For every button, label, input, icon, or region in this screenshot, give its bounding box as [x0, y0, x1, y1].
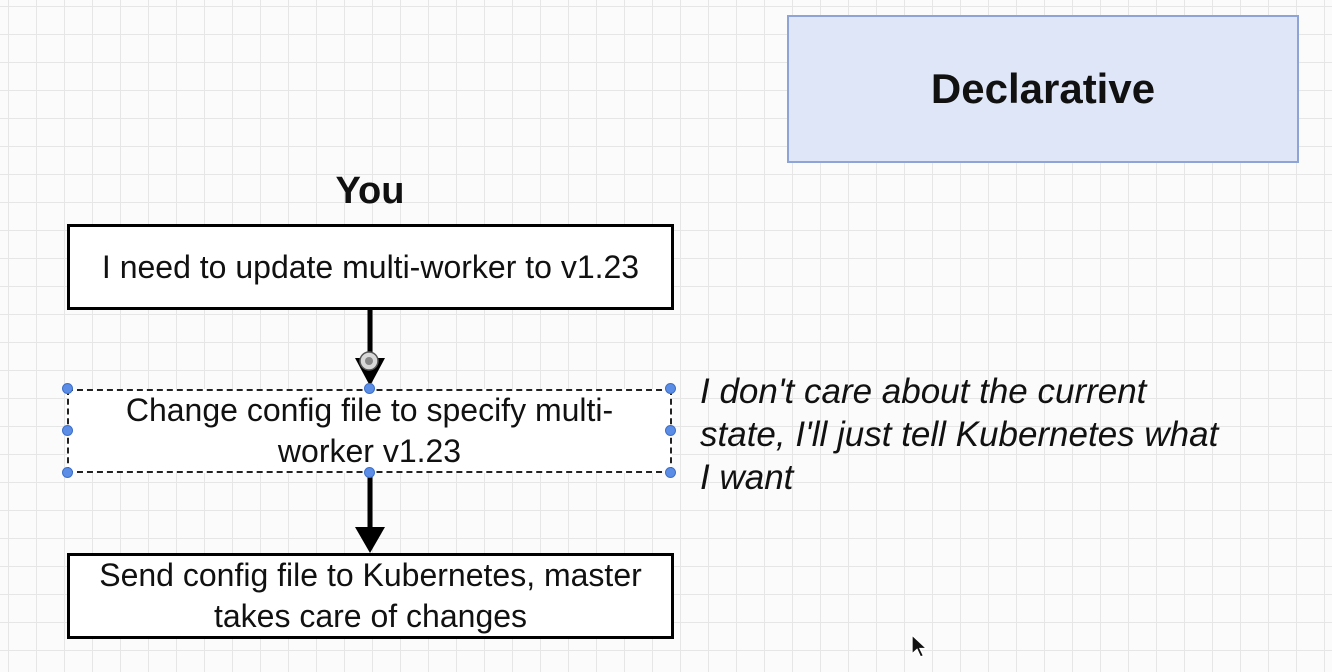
actor-label: You [335, 170, 405, 212]
step-3-text: Send config file to Kubernetes, master t… [99, 557, 642, 634]
annotation-note[interactable]: I don't care about the current state, I'… [700, 372, 1219, 497]
resize-handle-bottom-left[interactable] [62, 467, 73, 478]
resize-handle-top-right[interactable] [665, 383, 676, 394]
resize-handle-right[interactable] [665, 425, 676, 436]
arrowhead-2 [355, 527, 385, 553]
resize-handle-top[interactable] [364, 383, 375, 394]
step-box-2-selected[interactable]: Change config file to specify multi-work… [67, 389, 672, 473]
resize-handle-bottom[interactable] [364, 467, 375, 478]
step-2-text: Change config file to specify multi-work… [125, 392, 614, 469]
step-box-1[interactable]: I need to update multi-worker to v1.23 [67, 224, 674, 310]
title-text: Declarative [930, 65, 1156, 112]
resize-handle-left[interactable] [62, 425, 73, 436]
mouse-cursor-icon [911, 634, 929, 658]
step-box-3[interactable]: Send config file to Kubernetes, master t… [67, 553, 674, 639]
resize-handle-top-left[interactable] [62, 383, 73, 394]
step-1-text: I need to update multi-worker to v1.23 [101, 248, 640, 285]
connection-point-icon [359, 351, 379, 371]
title-box[interactable]: Declarative [787, 15, 1299, 163]
resize-handle-bottom-right[interactable] [665, 467, 676, 478]
arrowhead-1 [355, 358, 385, 386]
